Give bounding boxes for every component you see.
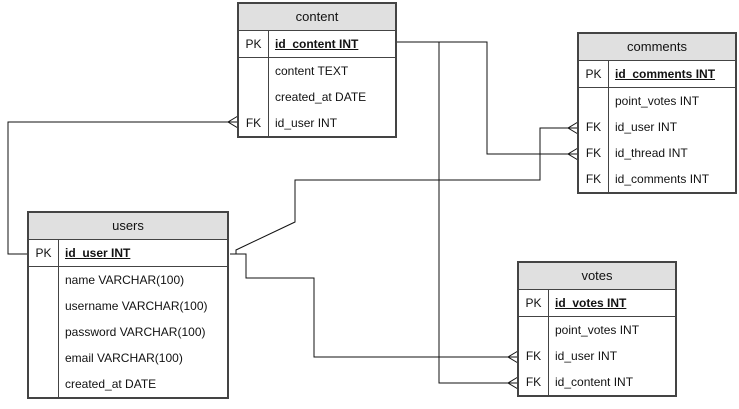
key-marker: PK	[585, 67, 602, 81]
crowfoot-comments-user	[567, 121, 579, 135]
table-row[interactable]: FK id_user INT	[239, 110, 395, 136]
crowfoot-content-user	[227, 115, 239, 129]
field-name: id_content INT	[275, 37, 359, 51]
table-row[interactable]: PK id_votes INT	[519, 290, 675, 316]
crowfoot-comments-thread	[567, 147, 579, 161]
table-users[interactable]: users PK id_user INT name VARCHAR(100) u…	[27, 211, 229, 399]
field-name: id_user INT	[555, 349, 618, 363]
table-title: comments	[579, 34, 735, 61]
field-name: id_user INT	[275, 116, 338, 130]
primary-key-section: PK id_votes INT	[519, 290, 675, 317]
field-name: name VARCHAR(100)	[65, 273, 185, 287]
table-row[interactable]: FK id_user INT	[579, 114, 735, 140]
link-content-comments	[396, 41, 578, 155]
table-title: votes	[519, 263, 675, 290]
field-name: id_user INT	[65, 246, 131, 260]
fields-section: point_votes INT FK id_user INT FK id_con…	[519, 317, 675, 395]
field-name: email VARCHAR(100)	[65, 351, 183, 365]
primary-key-section: PK id_comments INT	[579, 61, 735, 88]
field-name: id_comments INT	[615, 172, 710, 186]
table-votes[interactable]: votes PK id_votes INT point_votes INT FK…	[517, 261, 677, 397]
crowfoot-votes-content	[507, 376, 519, 390]
primary-key-section: PK id_user INT	[29, 240, 227, 267]
table-comments[interactable]: comments PK id_comments INT point_votes …	[577, 32, 737, 194]
table-row[interactable]: created_at DATE	[239, 84, 395, 110]
table-row[interactable]: PK id_user INT	[29, 240, 227, 266]
key-marker: PK	[525, 296, 542, 310]
field-name: id_content INT	[555, 375, 634, 389]
table-row[interactable]: name VARCHAR(100)	[29, 267, 227, 293]
link-users-comments	[235, 127, 578, 254]
field-name: created_at DATE	[275, 90, 367, 104]
table-row[interactable]: created_at DATE	[29, 371, 227, 397]
key-marker: FK	[585, 146, 602, 160]
table-row[interactable]: FK id_user INT	[519, 343, 675, 369]
key-marker: FK	[525, 375, 542, 389]
key-marker: FK	[585, 120, 602, 134]
table-row[interactable]: PK id_content INT	[239, 31, 395, 57]
field-name: password VARCHAR(100)	[65, 325, 206, 339]
primary-key-section: PK id_content INT	[239, 31, 395, 58]
table-title: users	[29, 213, 227, 240]
field-name: id_votes INT	[555, 296, 627, 310]
field-name: point_votes INT	[615, 94, 700, 108]
key-marker: PK	[245, 37, 262, 51]
link-users-content	[7, 121, 238, 255]
field-name: id_thread INT	[615, 146, 688, 160]
table-row[interactable]: username VARCHAR(100)	[29, 293, 227, 319]
field-name: id_comments INT	[615, 67, 716, 81]
key-marker: PK	[35, 246, 52, 260]
field-name: created_at DATE	[65, 377, 157, 391]
table-row[interactable]: content TEXT	[239, 58, 395, 84]
key-marker: FK	[245, 116, 262, 130]
crowfoot-votes-user	[507, 350, 519, 364]
fields-section: name VARCHAR(100) username VARCHAR(100) …	[29, 267, 227, 397]
table-row[interactable]: FK id_thread INT	[579, 140, 735, 166]
table-row[interactable]: FK id_content INT	[519, 369, 675, 395]
table-row[interactable]: PK id_comments INT	[579, 61, 735, 87]
table-row[interactable]: point_votes INT	[519, 317, 675, 343]
field-name: content TEXT	[275, 64, 349, 78]
table-content[interactable]: content PK id_content INT content TEXT c…	[237, 2, 397, 138]
key-marker: FK	[585, 172, 602, 186]
table-title: content	[239, 4, 395, 31]
fields-section: point_votes INT FK id_user INT FK id_thr…	[579, 88, 735, 192]
key-marker: FK	[525, 349, 542, 363]
link-content-votes	[438, 42, 518, 384]
table-row[interactable]: email VARCHAR(100)	[29, 345, 227, 371]
field-name: point_votes INT	[555, 323, 640, 337]
link-users-votes	[230, 253, 518, 358]
field-name: username VARCHAR(100)	[65, 299, 208, 313]
table-row[interactable]: FK id_comments INT	[579, 166, 735, 192]
fields-section: content TEXT created_at DATE FK id_user …	[239, 58, 395, 136]
table-row[interactable]: point_votes INT	[579, 88, 735, 114]
field-name: id_user INT	[615, 120, 678, 134]
table-row[interactable]: password VARCHAR(100)	[29, 319, 227, 345]
